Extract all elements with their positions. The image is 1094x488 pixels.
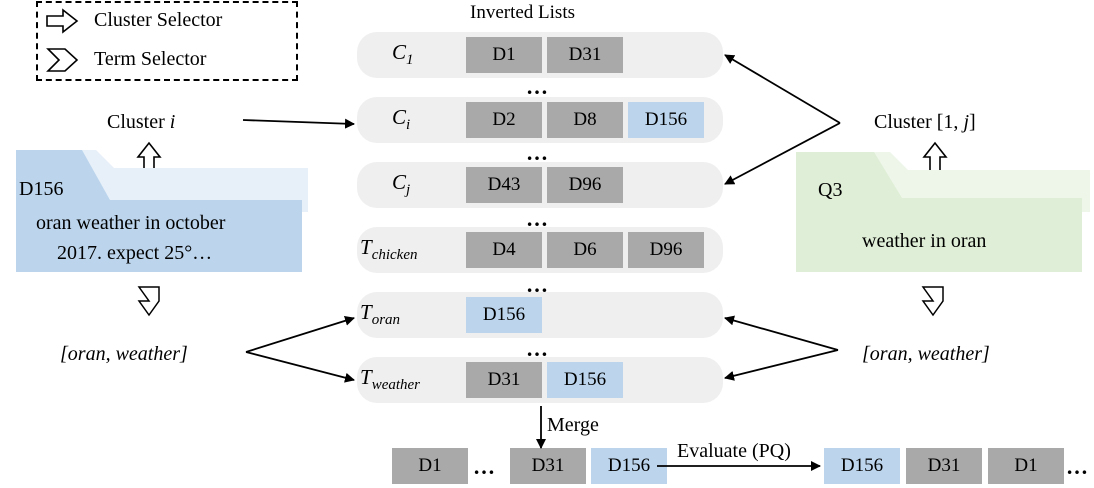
merged-cell: D31 — [510, 448, 586, 484]
arrow-left-terms-to-tweather — [245, 351, 355, 383]
ranked-cell: D1 — [988, 448, 1064, 484]
sigma-arrow-icon — [46, 48, 79, 72]
row-label: Tweather — [360, 367, 420, 393]
row-label: Ci — [392, 107, 410, 133]
merged-cell: D156 — [591, 448, 667, 484]
left-cluster-label: Cluster i — [107, 111, 176, 133]
posting-cell: D31 — [466, 362, 542, 398]
row-label-main: C — [392, 40, 407, 64]
legend-cluster-selector: Cluster Selector — [94, 9, 223, 31]
row-label: C1 — [392, 42, 414, 68]
sigma-down-arrow-icon — [137, 286, 160, 317]
row-label: Cj — [392, 172, 410, 198]
row-ellipsis: … — [526, 206, 550, 231]
row-label-subscript: weather — [371, 377, 421, 394]
row-ellipsis: … — [526, 272, 550, 297]
sigma-down-arrow-icon — [921, 286, 944, 317]
posting-cell: D2 — [466, 102, 542, 138]
inverted-lists-title: Inverted Lists — [470, 2, 576, 23]
right-cluster-label: Cluster [1, j] — [874, 111, 976, 133]
row-label-subscript: 1 — [406, 52, 414, 69]
row-label-subscript: chicken — [371, 247, 418, 264]
posting-cell: D156 — [466, 297, 542, 333]
posting-cell: D96 — [547, 167, 623, 203]
legend-term-selector: Term Selector — [94, 48, 207, 70]
arrow-cluster-right-to-c1 — [724, 54, 841, 124]
row-label-main: C — [392, 170, 407, 194]
posting-cell: D43 — [466, 167, 542, 203]
row-label-main: C — [392, 105, 407, 129]
posting-cell: D96 — [628, 232, 704, 268]
posting-cell: D8 — [547, 102, 623, 138]
posting-cell: D31 — [547, 37, 623, 73]
row-label-main: T — [360, 365, 372, 389]
posting-cell: D156 — [547, 362, 623, 398]
left-terms: [oran, weather] — [60, 343, 188, 365]
hollow-up-arrow-icon — [922, 141, 948, 172]
row-label-subscript: j — [406, 182, 411, 199]
arrow-cluster-right-to-cj — [724, 122, 841, 185]
row-ellipsis: … — [526, 140, 550, 165]
row-label-main: T — [360, 300, 372, 324]
posting-cell: D6 — [547, 232, 623, 268]
posting-cell: D1 — [466, 37, 542, 73]
row-label: Toran — [360, 302, 400, 328]
row-ellipsis: … — [526, 336, 550, 361]
row-label-main: T — [360, 235, 372, 259]
document-folder — [16, 150, 308, 272]
query-id: Q3 — [818, 179, 843, 201]
row-ellipsis: … — [526, 74, 550, 99]
query-folder — [796, 152, 1090, 272]
merge-label: Merge — [547, 414, 599, 436]
document-text-line2: 2017. expect 25°… — [57, 242, 213, 264]
ranked-ellipsis: … — [1066, 454, 1090, 479]
hollow-right-arrow-icon — [46, 8, 79, 34]
row-label-subscript: i — [406, 117, 411, 134]
row-label-subscript: oran — [371, 312, 401, 329]
arrow-left-terms-to-toran — [245, 315, 355, 353]
posting-cell: D156 — [628, 102, 704, 138]
legend-box — [36, 1, 298, 81]
arrow-cluster-i-to-ci — [242, 118, 355, 129]
merged-cell: D1 — [392, 448, 468, 484]
merged-ellipsis: … — [473, 454, 497, 479]
query-text: weather in oran — [862, 230, 987, 252]
document-id: D156 — [19, 178, 64, 200]
right-terms: [oran, weather] — [862, 343, 990, 365]
ranked-cell: D31 — [906, 448, 982, 484]
arrow-right-terms-to-toran — [724, 315, 839, 351]
document-text-line1: oran weather in october — [36, 212, 226, 234]
evaluate-label: Evaluate (PQ) — [677, 440, 791, 462]
arrow-right-terms-to-tweather — [724, 349, 839, 381]
row-label: Tchicken — [360, 237, 418, 263]
posting-cell: D4 — [466, 232, 542, 268]
ranked-cell: D156 — [824, 448, 900, 484]
